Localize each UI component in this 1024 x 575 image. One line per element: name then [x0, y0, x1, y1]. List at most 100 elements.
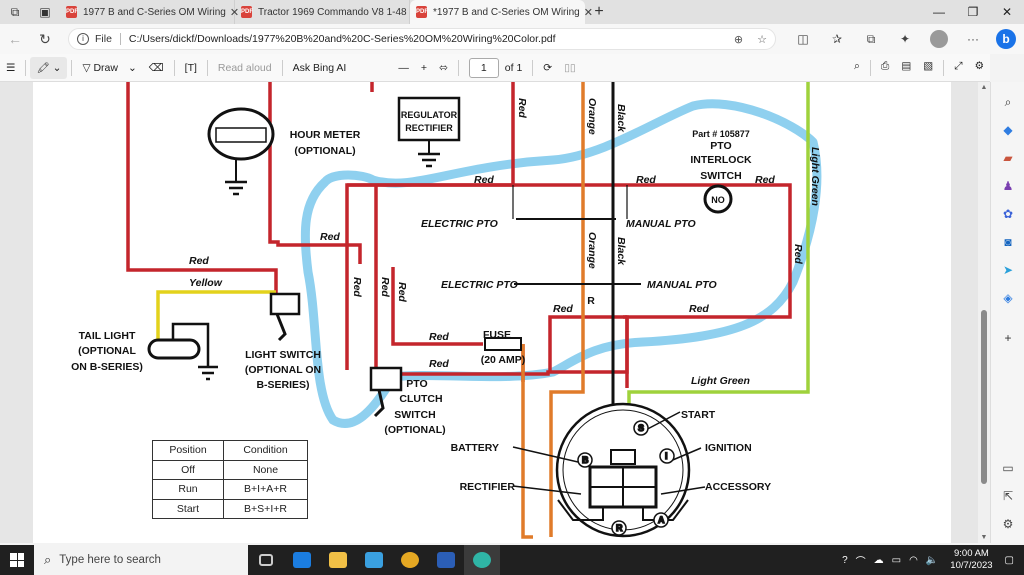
zoom-out-icon[interactable]: — [398, 61, 409, 74]
pto-interlock-switch: SWITCH [700, 170, 741, 182]
vertical-scrollbar[interactable]: ▲ ▼ [978, 82, 990, 543]
send-icon[interactable]: ➤ [1002, 263, 1014, 277]
read-aloud-button[interactable]: Read aloud [217, 61, 272, 74]
fullscreen-icon[interactable]: ⤢ [954, 59, 963, 72]
table-cell: B+I+A+R [223, 479, 308, 500]
settings-gear-icon[interactable]: ⚙ [974, 59, 984, 72]
mail-app-icon[interactable] [284, 545, 320, 575]
task-view-icon[interactable] [248, 545, 284, 575]
split-screen-icon[interactable]: ◫ [797, 32, 809, 46]
divider [173, 59, 175, 76]
page-total: of 1 [504, 61, 523, 74]
wire-label-red: Red [553, 303, 573, 315]
more-menu-icon[interactable]: ··· [967, 32, 979, 46]
myob-app-icon[interactable] [356, 545, 392, 575]
back-icon[interactable]: ← [8, 31, 22, 47]
url-input[interactable]: i File C:/Users/dickf/Downloads/1977%20B… [68, 28, 776, 50]
taskbar-search-input[interactable]: ⌕ Type here to search [34, 545, 248, 575]
wire-label-red: Red [689, 303, 709, 315]
extensions-icon[interactable]: ✦ [899, 32, 911, 46]
highlight-button[interactable]: 🖍 ⌄ [30, 56, 68, 79]
ask-bing-ai-button[interactable]: Ask Bing AI [292, 61, 347, 74]
scroll-up-icon[interactable]: ▲ [980, 84, 988, 91]
outlook-icon[interactable]: ◙ [1004, 235, 1012, 249]
clock-date: 10/7/2023 [950, 560, 993, 571]
close-tab-icon[interactable]: ✕ [583, 6, 593, 19]
scroll-down-icon[interactable]: ▼ [980, 534, 988, 541]
zoom-icon[interactable]: ⊕ [733, 33, 744, 46]
new-tab-button[interactable]: + [594, 3, 604, 20]
minimize-icon[interactable]: — [933, 5, 945, 19]
wire-label-red: Red [755, 174, 775, 186]
terminal-b: B [582, 455, 589, 465]
page-number-input[interactable]: 1 [468, 57, 499, 78]
save-icon[interactable]: ▤ [901, 59, 912, 72]
add-sidebar-app-icon[interactable]: + [1004, 331, 1012, 345]
copilot-icon[interactable]: ✿ [1002, 207, 1014, 221]
search-icon[interactable]: ⌕ [1004, 94, 1012, 109]
url-scheme-label: File [95, 33, 112, 45]
pdf-viewport[interactable]: S I B R A HOUR METER (OPTIONAL) REGULATO… [0, 82, 990, 543]
save-as-icon[interactable]: ▧ [923, 59, 934, 72]
tools-briefcase-icon[interactable]: ▰ [1003, 151, 1013, 165]
rotate-icon[interactable]: ⟳ [543, 61, 553, 74]
shopping-tag-icon[interactable]: ◆ [1003, 123, 1013, 137]
games-icon[interactable]: ♟ [1002, 179, 1014, 193]
bing-icon[interactable]: b [996, 29, 1016, 49]
fit-page-icon[interactable]: ⬄ [438, 61, 448, 74]
drop-icon[interactable]: ◈ [1003, 291, 1013, 305]
refresh-icon[interactable]: ↻ [39, 30, 51, 47]
workspaces-icon[interactable]: ⧉ [10, 4, 20, 19]
eraser-icon[interactable]: ⌫ [148, 61, 164, 74]
network-icon[interactable]: ⌒ [855, 556, 866, 568]
profile-avatar[interactable] [930, 30, 948, 48]
favorites-icon[interactable]: ✰ [831, 32, 843, 46]
page-view-icon[interactable]: ▯▯ [564, 61, 576, 74]
tab-1[interactable]: PDF 1977 B and C-Series OM Wiring ✕ [60, 0, 239, 24]
help-icon[interactable]: ? [842, 554, 848, 566]
close-window-icon[interactable]: ✕ [1001, 5, 1013, 19]
battery-icon[interactable]: ▭ [891, 554, 902, 566]
rectifier-label: RECTIFIER [460, 481, 516, 493]
tab-actions-icon[interactable]: ▣ [39, 5, 51, 19]
pdf-icon: PDF [241, 6, 253, 18]
scrollbar-thumb[interactable] [981, 310, 987, 484]
sidebar-settings-icon[interactable]: ⚙ [1002, 517, 1014, 531]
file-explorer-icon[interactable] [320, 545, 356, 575]
start-button[interactable] [0, 553, 34, 567]
clock[interactable]: 9:00 AM 10/7/2023 [950, 548, 992, 572]
chrome-icon[interactable] [392, 545, 428, 575]
external-link-icon[interactable]: ⇱ [1002, 489, 1014, 503]
collections-icon[interactable]: ⧉ [866, 31, 876, 46]
add-text-icon[interactable]: [T] [184, 61, 197, 74]
address-bar: ← ↻ i File C:/Users/dickf/Downloads/1977… [0, 24, 1024, 54]
fuse-label: FUSE [483, 329, 511, 341]
print-icon[interactable]: ⎙ [880, 59, 890, 72]
sidebar-layout-icon[interactable]: ▭ [1002, 461, 1014, 475]
info-icon[interactable]: i [77, 33, 89, 45]
windows-taskbar: ⌕ Type here to search ? ⌒ ☁ ▭ ◠ 🔈 9:00 A… [0, 545, 1024, 575]
pto-clutch-switch-symbol [369, 366, 403, 418]
tab-2[interactable]: PDF Tractor 1969 Commando V8 1-48 ✕ [235, 0, 420, 24]
battery-label: BATTERY [451, 442, 499, 454]
pto-interlock-symbol [703, 184, 733, 214]
wifi-icon[interactable]: ◠ [909, 554, 918, 566]
favorite-star-icon[interactable]: ☆ [757, 33, 767, 46]
table-cell: Start [152, 498, 224, 519]
divider [457, 59, 459, 76]
notifications-icon[interactable]: ▢ [1004, 554, 1014, 566]
contents-icon[interactable]: ☰ [6, 61, 16, 74]
close-tab-icon[interactable]: ✕ [229, 6, 240, 19]
draw-button[interactable]: ▽ Draw ⌄ [76, 54, 142, 81]
wire-label-red-vertical: Red [396, 282, 408, 302]
tab-3[interactable]: PDF *1977 B and C-Series OM Wiring ✕ [410, 0, 593, 24]
zoom-in-icon[interactable]: + [420, 61, 427, 74]
tab-title: Tractor 1969 Commando V8 1-48 [258, 6, 407, 18]
regulator-rectifier-symbol [397, 96, 461, 168]
onedrive-icon[interactable]: ☁ [873, 554, 884, 566]
volume-icon[interactable]: 🔈 [925, 554, 939, 566]
restore-icon[interactable]: ❐ [967, 5, 979, 19]
edge-icon[interactable] [464, 545, 500, 575]
word-icon[interactable] [428, 545, 464, 575]
search-icon[interactable]: ⌕ [854, 59, 860, 72]
